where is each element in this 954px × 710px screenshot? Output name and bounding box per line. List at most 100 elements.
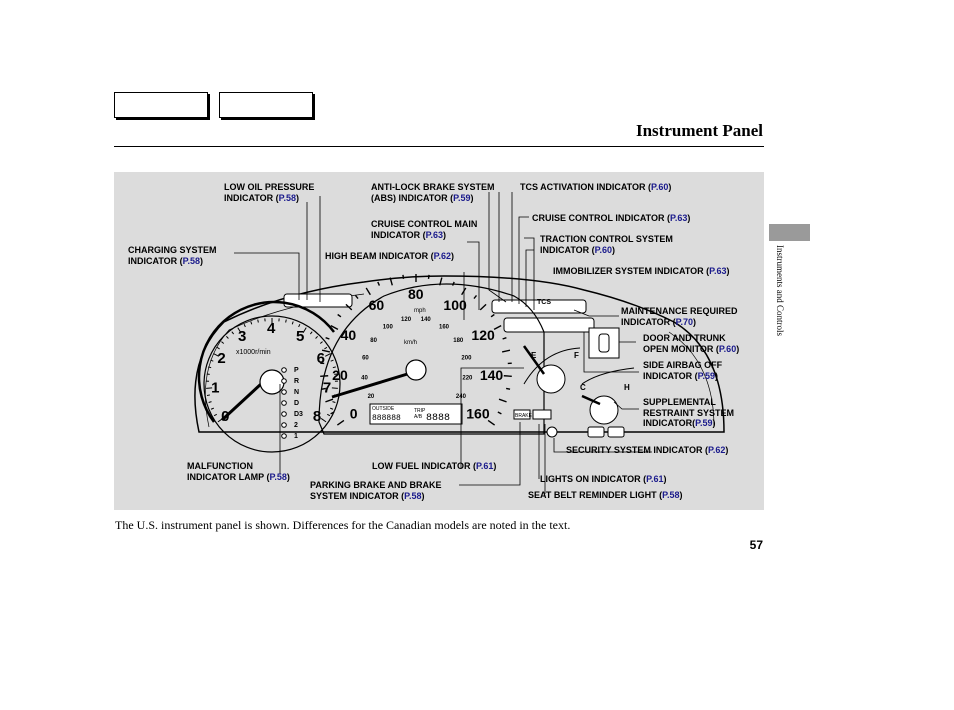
tach-number: 8: [313, 408, 321, 425]
tach-tick: [210, 407, 214, 410]
gear-letter: 2: [294, 422, 298, 429]
tach-unit: x1000r/min: [236, 349, 271, 356]
speed-number: 40: [341, 327, 357, 343]
page-number: 57: [749, 538, 763, 552]
leader-lines: [234, 192, 652, 494]
gear-lamp: [281, 411, 287, 417]
speed-unit: mph: [414, 308, 426, 314]
speed-tick: [389, 277, 393, 286]
tach-tick: [324, 353, 331, 357]
label-lights-on: LIGHTS ON INDICATOR (P.61): [540, 474, 667, 484]
tach-tick: [225, 335, 229, 339]
tach-number: 7: [323, 380, 331, 397]
km-unit: km/h: [404, 340, 417, 346]
kmh-number: 120: [401, 317, 412, 323]
temperature-gauge: C H: [580, 367, 635, 425]
nav-box-next[interactable]: [219, 92, 313, 118]
trip-label: TRIP: [414, 408, 426, 414]
label-low-fuel: LOW FUEL INDICATOR (P.61): [372, 461, 497, 471]
tach-tick: [216, 346, 220, 350]
label-immobilizer: IMMOBILIZER SYSTEM INDICATOR (P.63): [553, 266, 730, 276]
speed-tick: [325, 398, 334, 403]
speed-tick: [497, 411, 502, 415]
speed-number: 60: [369, 297, 385, 313]
speed-tick: [321, 387, 327, 390]
fuel-gauge: E F: [522, 345, 581, 394]
tach-tick: [231, 331, 235, 335]
nav-box-prev[interactable]: [114, 92, 208, 118]
tach-number: 4: [267, 320, 276, 337]
label-tcs-activation: TCS ACTIVATION INDICATOR (P.60): [520, 182, 672, 192]
tach-tick: [257, 319, 259, 323]
tach-tick: [330, 359, 334, 362]
tach-tick: [208, 366, 212, 369]
tach-tick: [243, 323, 246, 328]
speed-tick: [354, 295, 359, 300]
speed-number: 160: [466, 406, 490, 422]
speed-tick: [320, 375, 329, 377]
tach-number: 5: [296, 328, 304, 345]
speed-tick: [427, 274, 430, 279]
tach-tick: [237, 327, 242, 333]
tach-tick: [291, 321, 294, 325]
gear-lamp: [281, 400, 287, 406]
speed-number: 80: [408, 286, 424, 302]
gear-lamp: [281, 389, 287, 395]
gear-letter: P: [294, 367, 299, 374]
speed-tick: [377, 281, 381, 286]
tach-number: 1: [211, 380, 219, 397]
speed-number: 20: [332, 367, 348, 383]
svg-text:BRAKE: BRAKE: [515, 413, 533, 419]
tach-tick: [208, 401, 212, 403]
tach-tick: [210, 359, 214, 362]
label-security: SECURITY SYSTEM INDICATOR (P.62): [566, 445, 729, 455]
speed-tick: [325, 336, 330, 340]
tach-tick: [326, 413, 331, 417]
label-abs: ANTI-LOCK BRAKE SYSTEM(ABS) INDICATOR (P…: [371, 182, 495, 203]
gear-lamp: [281, 433, 287, 439]
speed-tick: [505, 387, 511, 390]
kmh-number: 80: [370, 338, 377, 344]
tach-tick: [206, 394, 211, 396]
page-title: Instrument Panel: [635, 121, 763, 140]
speed-tick: [490, 313, 495, 318]
gear-lamp: [281, 378, 287, 384]
speed-tick: [439, 277, 443, 286]
speed-tick: [402, 274, 405, 279]
tach-tick: [250, 321, 253, 325]
speed-tick: [498, 398, 507, 403]
gear-lamp: [281, 422, 287, 428]
odometer-label: OUTSIDE: [372, 406, 395, 412]
speed-number: 0: [350, 406, 358, 422]
svg-text:C: C: [580, 383, 586, 392]
speed-tick: [330, 325, 339, 330]
trip-display: 8888: [426, 413, 450, 424]
trip-sub: A/B: [414, 414, 423, 420]
tach-tick: [213, 413, 218, 417]
speed-tick: [337, 313, 342, 318]
svg-text:H: H: [624, 383, 630, 392]
speed-tick: [451, 281, 455, 286]
tach-tick: [324, 346, 328, 350]
label-seat-belt: SEAT BELT REMINDER LIGHT (P.58): [528, 490, 683, 500]
tach-tick: [315, 335, 319, 339]
header-rule: [114, 146, 764, 147]
tach-tick: [332, 401, 336, 403]
tach-number: 3: [238, 328, 246, 345]
label-cruise-indicator: CRUISE CONTROL INDICATOR (P.63): [532, 213, 691, 223]
section-side-label: Instruments and Controls: [775, 245, 785, 336]
speed-tick: [473, 295, 478, 300]
speed-tick: [365, 287, 371, 296]
speed-tick: [336, 419, 345, 426]
speed-tick: [503, 375, 512, 377]
tach-tick: [319, 341, 323, 344]
section-tab[interactable]: [769, 224, 810, 241]
figure-caption: The U.S. instrument panel is shown. Diff…: [115, 518, 571, 532]
